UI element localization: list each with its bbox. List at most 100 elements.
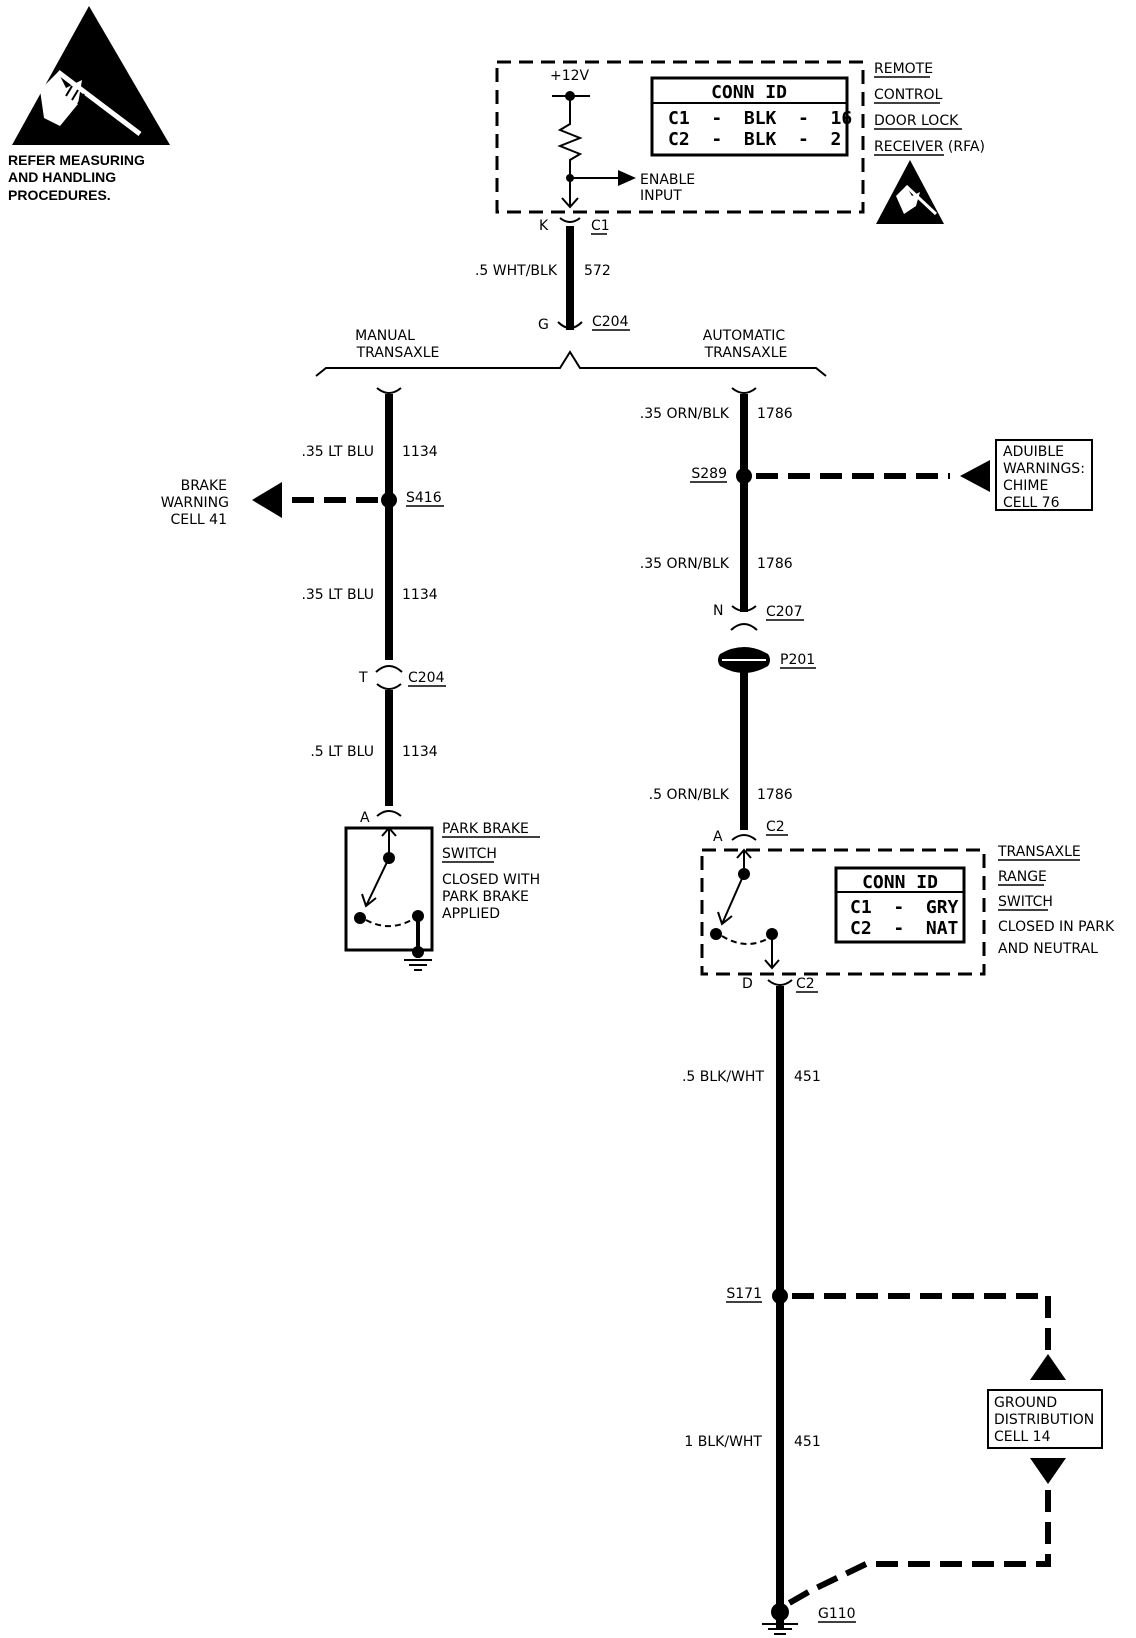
rcdlr-name-line4: RECEIVER (RFA) bbox=[874, 139, 985, 155]
c204-upper-connector-icon bbox=[557, 321, 583, 329]
trs-label-3: SWITCH bbox=[998, 894, 1053, 910]
right-wire3-circuit: 1786 bbox=[757, 787, 793, 803]
ground-distribution-down-arrow-icon bbox=[1030, 1458, 1066, 1484]
right-wire4-circuit: 451 bbox=[794, 1069, 821, 1085]
rcdlr-enable-label-2: INPUT bbox=[640, 188, 682, 204]
c207-connector-bottom-icon bbox=[730, 623, 758, 631]
trs-label-2: RANGE bbox=[998, 869, 1047, 885]
s171-splice-node bbox=[772, 1288, 788, 1304]
brake-warning-label-2: WARNING bbox=[161, 495, 229, 511]
c1-connector-label: C1 bbox=[591, 218, 610, 234]
park-brake-dashed-link bbox=[365, 915, 419, 927]
trs-top-pin-label: A bbox=[713, 829, 723, 845]
right-wire4-gauge: .5 BLK/WHT bbox=[682, 1069, 764, 1085]
park-brake-contact-node bbox=[354, 912, 366, 924]
right-wire1-circuit: 1786 bbox=[757, 406, 793, 422]
right-wire3-gauge: .5 ORN/BLK bbox=[649, 787, 730, 803]
left-wire3-gauge: .5 LT BLU bbox=[310, 744, 374, 760]
park-brake-connector-icon bbox=[376, 810, 402, 817]
wire-572-circuit: 572 bbox=[584, 263, 611, 279]
audible-warning-label-3: CHIME bbox=[1003, 478, 1048, 494]
esd-warning-line1: REFER MEASURING bbox=[8, 152, 145, 168]
left-top-connector-icon bbox=[376, 387, 402, 394]
rcdlr-name-line1: REMOTE bbox=[874, 61, 933, 77]
trs-conn-c1: C1 - GRY bbox=[850, 897, 959, 918]
trs-contact-node bbox=[710, 928, 722, 940]
s289-splice-node bbox=[736, 468, 752, 484]
brake-warning-arrow-icon bbox=[252, 482, 282, 518]
rcdlr-pullup-resistor bbox=[552, 95, 590, 207]
park-brake-ground-icon bbox=[404, 959, 432, 971]
park-brake-label-3: CLOSED WITH bbox=[442, 872, 540, 888]
trs-bottom-pin-label: D bbox=[742, 976, 753, 992]
c1-connector-icon bbox=[559, 217, 581, 223]
esd-warning-icon bbox=[12, 6, 170, 145]
rcdlr-conn-id-table: CONN ID C1 - BLK - 16 C2 - BLK - 2 bbox=[650, 76, 852, 157]
right-top-connector-icon bbox=[731, 387, 757, 394]
ground-distribution-label-1: GROUND bbox=[994, 1395, 1057, 1411]
c204-upper-connector-label: C204 bbox=[592, 314, 629, 330]
left-wire2-circuit: 1134 bbox=[402, 587, 438, 603]
rcdlr-conn-c1: C1 - BLK - 16 bbox=[668, 108, 852, 129]
automatic-transaxle-label-1: AUTOMATIC bbox=[703, 328, 786, 344]
enable-arrow-icon bbox=[618, 170, 636, 186]
rcdlr-conn-id-title: CONN ID bbox=[711, 82, 787, 103]
right-wire1-gauge: .35 ORN/BLK bbox=[640, 406, 730, 422]
rcdlr-conn-c2: C2 - BLK - 2 bbox=[668, 129, 841, 150]
right-wire2-circuit: 1786 bbox=[757, 556, 793, 572]
s289-splice-label: S289 bbox=[691, 466, 727, 482]
audible-warning-arrow-icon bbox=[960, 460, 990, 492]
trs-top-connector-icon bbox=[731, 834, 757, 841]
trs-switch-box bbox=[700, 848, 986, 976]
c1-pin-label: K bbox=[539, 218, 549, 234]
park-brake-pin-label: A bbox=[360, 810, 370, 826]
p201-grommet-icon bbox=[718, 647, 770, 673]
trs-dashed-link bbox=[721, 935, 773, 945]
trs-label-5: AND NEUTRAL bbox=[998, 941, 1098, 957]
right-wire5-circuit: 451 bbox=[794, 1434, 821, 1450]
trs-conn-id-table: CONN ID C1 - GRY C2 - NAT bbox=[834, 866, 966, 944]
ground-distribution-dashed-link-upper bbox=[792, 1293, 1051, 1352]
rcdlr-module-box bbox=[495, 60, 865, 214]
brake-warning-label-1: BRAKE bbox=[181, 478, 227, 494]
s416-splice-node bbox=[381, 492, 397, 508]
brake-warning-label-3: CELL 41 bbox=[171, 512, 228, 528]
trs-bottom-connector-icon bbox=[767, 979, 793, 986]
c207-connector-top-icon bbox=[731, 605, 757, 612]
esd-warning-line3: PROCEDURES. bbox=[8, 187, 111, 203]
s171-splice-label: S171 bbox=[726, 1286, 762, 1302]
park-brake-contact-icon bbox=[361, 857, 390, 908]
left-wire1-gauge: .35 LT BLU bbox=[301, 444, 374, 460]
rcdlr-name-line2: CONTROL bbox=[874, 87, 943, 103]
audible-warning-label-1: ADUIBLE bbox=[1003, 444, 1064, 460]
manual-transaxle-label-2: TRANSAXLE bbox=[356, 345, 440, 361]
transaxle-option-branch bbox=[315, 350, 827, 377]
rcdlr-name-line3: DOOR LOCK bbox=[874, 113, 959, 129]
wire-572-gauge: .5 WHT/BLK bbox=[475, 263, 558, 279]
manual-transaxle-label-1: MANUAL bbox=[355, 328, 415, 344]
trs-conn-c2: C2 - NAT bbox=[850, 918, 959, 939]
esd-warning-line2: AND HANDLING bbox=[8, 169, 116, 185]
park-brake-input-arrow-icon bbox=[381, 826, 397, 856]
g110-ground-icon bbox=[762, 1623, 798, 1635]
left-wire2-gauge: .35 LT BLU bbox=[301, 587, 374, 603]
c204-lower-connector-label: C204 bbox=[408, 670, 445, 686]
audible-warning-label-4: CELL 76 bbox=[1003, 495, 1060, 511]
audible-warning-label-2: WARNINGS: bbox=[1003, 461, 1085, 477]
park-brake-label-2: SWITCH bbox=[442, 846, 497, 862]
left-wire3-circuit: 1134 bbox=[402, 744, 438, 760]
right-wire2-gauge: .35 ORN/BLK bbox=[640, 556, 730, 572]
c204-lower-pin-label: T bbox=[358, 670, 368, 686]
ground-distribution-up-arrow-icon bbox=[1030, 1354, 1066, 1380]
rcdlr-input-arrow-icon bbox=[561, 197, 579, 209]
p201-label: P201 bbox=[780, 652, 815, 668]
rcdlr-esd-icon bbox=[876, 160, 944, 224]
automatic-transaxle-label-2: TRANSAXLE bbox=[704, 345, 788, 361]
left-wire1-circuit: 1134 bbox=[402, 444, 438, 460]
trs-label-1: TRANSAXLE bbox=[997, 844, 1081, 860]
c204-lower-connector-bottom-icon bbox=[376, 683, 402, 690]
ground-distribution-label-2: DISTRIBUTION bbox=[994, 1412, 1094, 1428]
g110-label: G110 bbox=[818, 1606, 856, 1622]
park-brake-label-4: PARK BRAKE bbox=[442, 889, 529, 905]
